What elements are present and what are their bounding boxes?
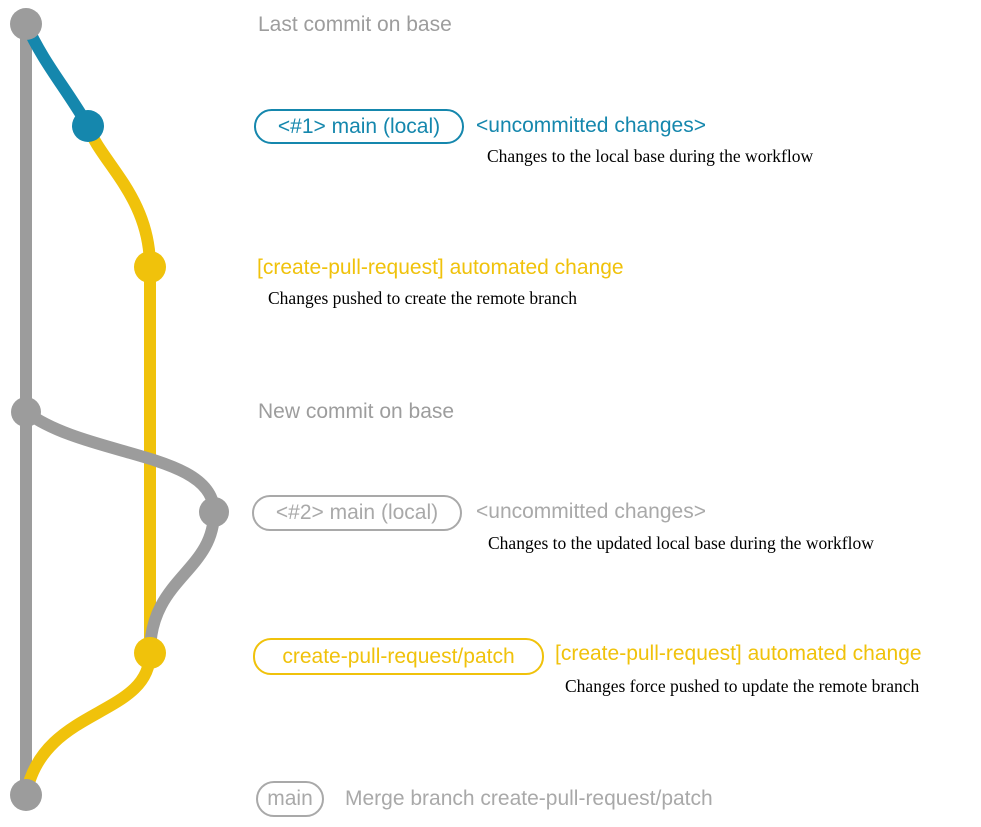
branch-badge-main-local-2-label: <#2> main (local) [275,501,439,524]
commit-node-new-base [11,397,41,427]
commit-description-automated-1: Changes pushed to create the remote bran… [268,288,578,308]
merge-commit-message: Merge branch create-pull-request/patch [345,787,713,810]
git-graph [10,8,229,811]
commit-title-uncommitted-1: <uncommitted changes> [476,114,706,137]
commit-node-uncommitted-2 [199,497,229,527]
commit-node-uncommitted-1 [72,110,104,142]
commit-title-automated-1: [create-pull-request] automated change [257,256,624,279]
branch-badge-patch-label: create-pull-request/patch [282,644,515,668]
branch-badge-main-local-1: <#1> main (local) [254,109,464,144]
branch-badge-main: main [256,781,324,817]
branch-badge-patch: create-pull-request/patch [253,638,544,675]
commit-title-uncommitted-2: <uncommitted changes> [476,500,706,523]
patch-merge-curve [20,647,156,801]
commit-node-automated-2 [134,637,166,669]
branch-badge-main-local-1-label: <#1> main (local) [277,114,441,138]
commit-node-last-base [10,8,42,40]
rebase-branch-curve-out [20,406,220,518]
patch-branch-curve-top [82,120,156,273]
branch-badge-main-local-2: <#2> main (local) [252,495,462,531]
commit-description-uncommitted-2: Changes to the updated local base during… [488,533,874,553]
commit-node-merge [10,779,42,811]
rebase-branch-curve-in [144,506,220,659]
commit-description-uncommitted-1: Changes to the local base during the wor… [487,146,814,166]
commit-node-automated-1 [134,251,166,283]
commit-title-automated-2: [create-pull-request] automated change [555,642,922,665]
caption-new-commit-on-base: New commit on base [258,400,455,423]
main-local-branch-line [20,18,94,132]
branch-badge-main-label: main [267,787,313,810]
caption-last-commit-on-base: Last commit on base [258,13,452,36]
commit-description-automated-2: Changes force pushed to update the remot… [565,676,920,696]
